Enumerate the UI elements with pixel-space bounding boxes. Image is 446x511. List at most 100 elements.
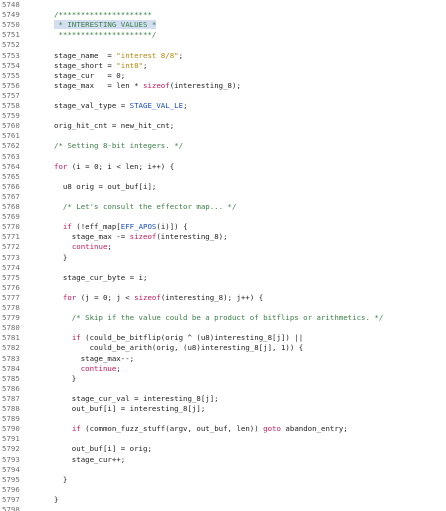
code-token: 0	[116, 70, 121, 80]
code-token: if	[62, 222, 72, 232]
line-number: 5787	[2, 393, 20, 403]
code-line[interactable]: 5766 u8 orig = out_buf[i];	[0, 182, 446, 191]
code-token: ;	[116, 363, 121, 373]
code-line[interactable]: 5778	[0, 303, 446, 312]
line-number: 5755	[2, 70, 20, 80]
code-line[interactable]: 5794	[0, 465, 446, 474]
line-number: 5748	[2, 0, 20, 9]
code-line[interactable]: 5776	[0, 283, 446, 292]
code-token: sizeof	[134, 292, 161, 302]
code-line[interactable]: 5782 could_be_arith(orig, (u8)interestin…	[0, 343, 446, 352]
code-token: (j =	[76, 292, 103, 302]
code-text: stage_cur_val = interesting_8[j];	[54, 394, 219, 403]
code-token: stage_name =	[54, 50, 117, 60]
code-line[interactable]: 5773 }	[0, 253, 446, 262]
code-line[interactable]: 5787 stage_cur_val = interesting_8[j];	[0, 394, 446, 403]
line-number: 5749	[2, 10, 20, 20]
line-number: 5790	[2, 424, 20, 434]
line-number: 5775	[2, 272, 20, 282]
line-number: 5781	[2, 333, 20, 343]
line-number: 5765	[2, 171, 20, 181]
code-line[interactable]: 5783 stage_max--;	[0, 354, 446, 363]
code-token: stage_cur_byte = i;	[54, 272, 148, 282]
code-text: stage_short = "int8";	[54, 61, 147, 70]
code-line[interactable]: 5754 stage_short = "int8";	[0, 61, 446, 70]
line-number: 5776	[2, 282, 20, 292]
code-line[interactable]: 5798	[0, 505, 446, 511]
line-number: 5778	[2, 303, 20, 312]
code-line[interactable]: 5763	[0, 152, 446, 161]
code-line[interactable]: 5791	[0, 434, 446, 443]
line-number: 5763	[2, 151, 20, 161]
code-line[interactable]: 5749/*********************	[0, 10, 446, 19]
code-text: orig_hit_cnt = new_hit_cnt;	[54, 121, 174, 130]
code-line[interactable]: 5750 * INTERESTING VALUES *	[0, 20, 446, 30]
code-line[interactable]: 5789	[0, 414, 446, 423]
code-line[interactable]: 5759	[0, 111, 446, 120]
code-text: /* Skip if the value could be a product …	[54, 313, 383, 322]
code-token: (could_be_bitflip(orig ^ (u8)interesting…	[80, 333, 304, 343]
code-line[interactable]: 5784 continue;	[0, 364, 446, 373]
code-token: out_buf[i] = orig;	[54, 444, 152, 454]
code-line[interactable]: 5792 out_buf[i] = orig;	[0, 444, 446, 453]
code-line[interactable]: 5768 /* Let's consult the effector map..…	[0, 202, 446, 211]
code-text: }	[54, 475, 67, 484]
code-text: /* Setting 8-bit integers. */	[54, 141, 183, 150]
code-token: sizeof	[129, 232, 157, 242]
line-number: 5772	[2, 242, 20, 252]
code-line[interactable]: 5788 out_buf[i] = interesting_8[j];	[0, 404, 446, 413]
line-number: 5792	[2, 444, 20, 454]
code-token: STAGE_VAL_LE	[129, 101, 184, 110]
code-token: }	[54, 474, 68, 484]
code-line[interactable]: 5767	[0, 192, 446, 201]
code-line[interactable]: 5781 if (could_be_bitflip(orig ^ (u8)int…	[0, 333, 446, 342]
code-line[interactable]: 5748	[0, 0, 446, 9]
code-text: stage_cur_byte = i;	[54, 272, 148, 282]
code-line[interactable]: 5761	[0, 131, 446, 140]
code-line[interactable]: 5793 stage_cur++;	[0, 455, 446, 464]
code-line[interactable]: 5751 *********************/	[0, 30, 446, 39]
code-line[interactable]: 5769	[0, 212, 446, 221]
code-line[interactable]: 5785 }	[0, 374, 446, 383]
code-line[interactable]: 5780	[0, 323, 446, 332]
code-line[interactable]: 5797}	[0, 495, 446, 504]
line-number: 5774	[2, 262, 20, 272]
code-token: ; i < len; i++) {	[98, 161, 175, 171]
line-number: 5769	[2, 212, 20, 222]
code-line[interactable]: 5770 if (!eff_map[EFF_APOS(i)]) {	[0, 222, 446, 231]
line-number: 5750	[2, 20, 20, 30]
line-number: 5793	[2, 454, 20, 464]
code-token: orig_hit_cnt = new_hit_cnt;	[54, 121, 175, 131]
code-line[interactable]: 5771 stage_max -= sizeof(interesting_8);	[0, 232, 446, 241]
code-token: (interesting_8);	[156, 232, 228, 242]
code-line[interactable]: 5762 /* Setting 8-bit integers. */	[0, 141, 446, 150]
code-line[interactable]: 5779 /* Skip if the value could be a pro…	[0, 313, 446, 322]
code-line[interactable]: 5795 }	[0, 475, 446, 484]
code-line[interactable]: 5774	[0, 263, 446, 272]
code-line[interactable]: 5775 stage_cur_byte = i;	[0, 273, 446, 282]
code-token: could_be_arith(orig, (u8)interesting_8[j…	[54, 343, 281, 353]
code-token: sizeof	[143, 80, 170, 90]
code-line[interactable]: 5772 continue;	[0, 242, 446, 251]
line-number: 5754	[2, 60, 20, 70]
code-line[interactable]: 5777 for (j = 0; j < sizeof(interesting_…	[0, 293, 446, 302]
code-text: stage_max = len * sizeof(interesting_8);	[54, 81, 241, 90]
code-line[interactable]: 5786	[0, 384, 446, 393]
code-line[interactable]: 5790 if (common_fuzz_stuff(argv, out_buf…	[0, 424, 446, 433]
code-token: stage_max = len *	[54, 80, 143, 90]
code-line[interactable]: 5796	[0, 485, 446, 494]
code-line[interactable]: 5757	[0, 91, 446, 100]
code-line[interactable]: 5752	[0, 40, 446, 49]
line-number: 5762	[2, 141, 20, 151]
code-token	[54, 222, 63, 231]
code-text: *********************/	[54, 30, 156, 39]
code-line[interactable]: 5765	[0, 172, 446, 181]
code-text: stage_max--;	[54, 354, 134, 363]
